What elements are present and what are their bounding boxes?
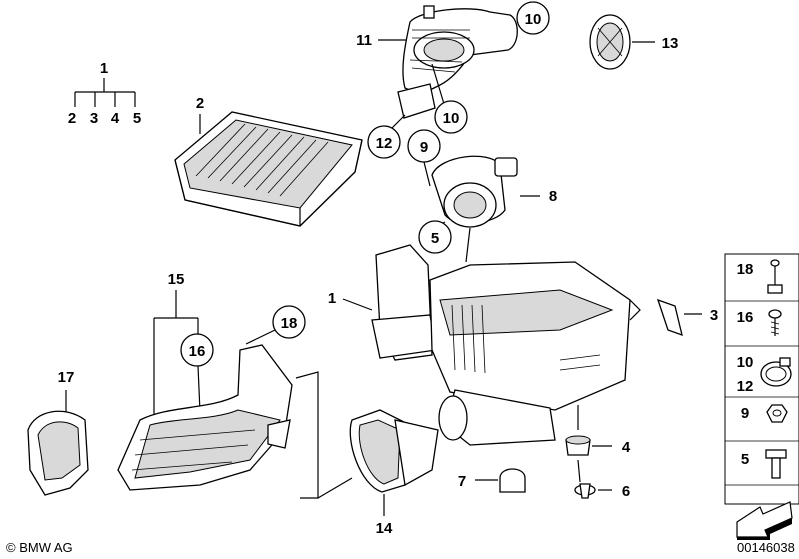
- callout-12[interactable]: 12: [376, 135, 393, 152]
- legend-number: 16: [737, 309, 754, 326]
- callout-2-tree[interactable]: 2: [68, 110, 76, 127]
- callout-11[interactable]: 11: [356, 32, 372, 49]
- grommet[interactable]: 4: [565, 405, 631, 456]
- legend-number: 12: [737, 378, 754, 395]
- legend-number: 9: [741, 405, 749, 422]
- arrow-icon: [736, 501, 793, 540]
- screw[interactable]: 6: [574, 459, 630, 500]
- air-guide[interactable]: 17: [27, 369, 89, 496]
- air-filter-element[interactable]: 2: [174, 95, 363, 227]
- copyright: © BMW AG: [6, 540, 73, 555]
- legend-number: 5: [741, 451, 749, 468]
- callout-16[interactable]: 16: [189, 343, 206, 360]
- callout-13[interactable]: 13: [662, 35, 679, 52]
- callout-1[interactable]: 1: [328, 290, 336, 307]
- callout-5-mass-meter[interactable]: 5: [431, 230, 439, 247]
- callout-15[interactable]: 15: [168, 271, 185, 288]
- callout-17[interactable]: 17: [58, 369, 75, 386]
- callout-3-tree[interactable]: 3: [90, 110, 98, 127]
- callout-8[interactable]: 8: [549, 188, 557, 205]
- doc-number: 00146038: [737, 540, 795, 555]
- holder-clip[interactable]: 3: [656, 298, 718, 337]
- callout-4-tree[interactable]: 4: [111, 110, 120, 127]
- legend-item-9[interactable]: 9: [741, 404, 788, 423]
- callout-10-b[interactable]: 10: [443, 110, 460, 127]
- footer: © BMW AG 00146038: [6, 540, 795, 555]
- callout-2[interactable]: 2: [196, 95, 204, 112]
- part-group-tree: 1 2 3 4 5: [68, 60, 141, 127]
- legend-item-5[interactable]: 5: [741, 449, 787, 479]
- fastener-legend: 18 16 10 12 9: [724, 253, 799, 540]
- callout-3[interactable]: 3: [710, 307, 718, 324]
- callout-4[interactable]: 4: [622, 439, 631, 456]
- bolt-icon: [765, 449, 787, 479]
- callout-9[interactable]: 9: [420, 139, 428, 156]
- legend-item-16[interactable]: 16: [737, 309, 782, 336]
- intake-hose[interactable]: 11 10 10 12: [356, 1, 550, 159]
- intake-funnel[interactable]: 14: [349, 409, 439, 537]
- callout-7[interactable]: 7: [458, 473, 466, 490]
- legend-item-10-12[interactable]: 10 12: [737, 354, 792, 395]
- air-mass-meter[interactable]: 9 8 5: [407, 129, 557, 263]
- callout-6[interactable]: 6: [622, 483, 630, 500]
- intake-silencer-housing[interactable]: 1: [328, 244, 641, 446]
- screw-grommet-icon: [767, 259, 783, 294]
- legend-number: 10: [737, 354, 754, 371]
- callout-1-tree[interactable]: 1: [100, 60, 108, 77]
- hose-clamp-icon: [760, 357, 792, 387]
- air-duct[interactable]: 15 16 18: [117, 271, 353, 499]
- sealing-cap[interactable]: 13: [589, 14, 679, 70]
- hex-nut-icon: [766, 404, 788, 423]
- legend-number: 18: [737, 261, 754, 278]
- callout-14[interactable]: 14: [376, 520, 393, 537]
- cap[interactable]: 7: [458, 468, 526, 493]
- legend-item-18[interactable]: 18: [737, 259, 783, 294]
- callout-5-tree[interactable]: 5: [133, 110, 141, 127]
- callout-10-a[interactable]: 10: [525, 11, 542, 28]
- callout-18[interactable]: 18: [281, 315, 298, 332]
- screw-icon: [768, 309, 782, 336]
